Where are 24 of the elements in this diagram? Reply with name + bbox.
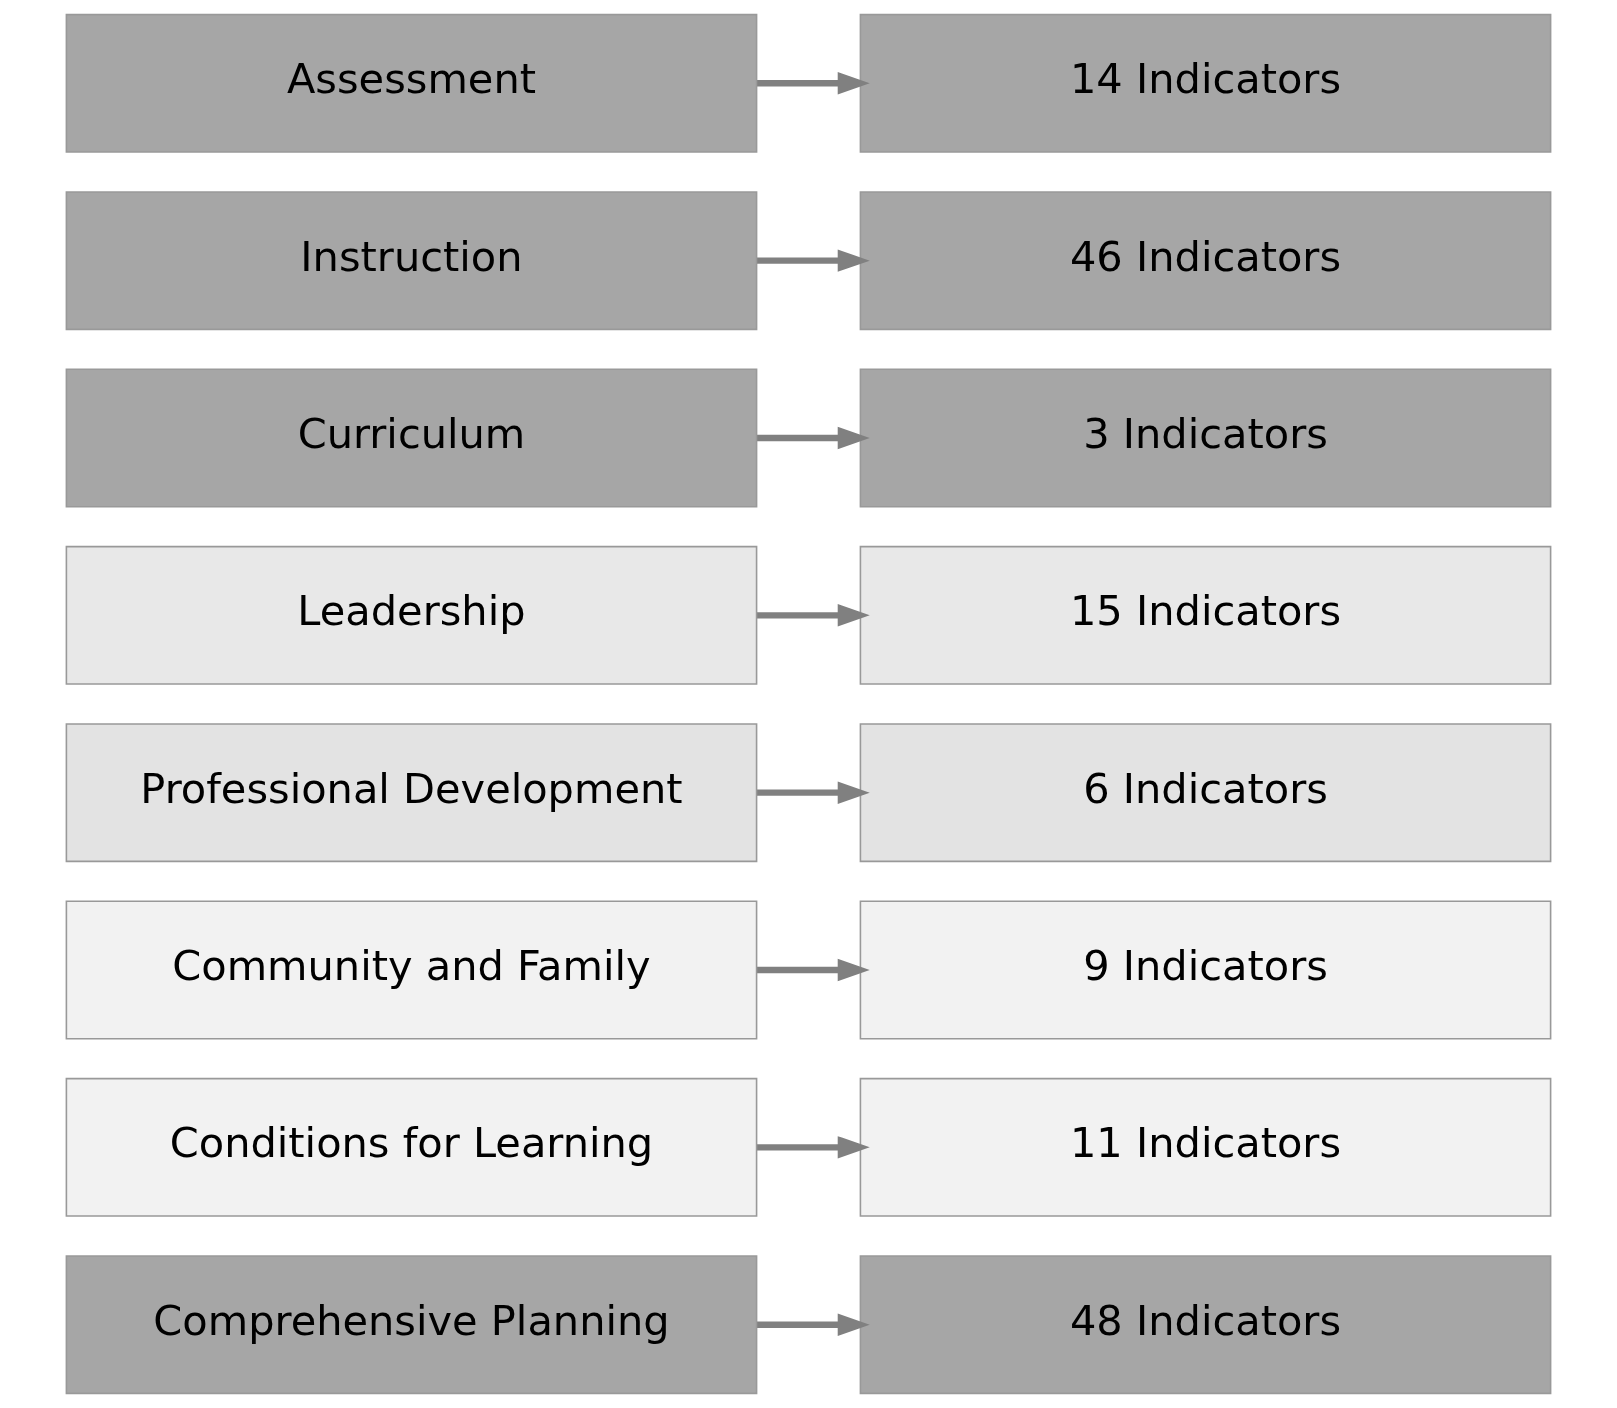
- node-box: Leadership: [65, 545, 758, 685]
- node-box: Professional Development: [65, 723, 758, 863]
- node-box: Conditions for Learning: [65, 1077, 758, 1217]
- arrow: [757, 958, 870, 982]
- node-box: Community and Family: [65, 900, 758, 1040]
- arrow: [757, 426, 870, 450]
- node-box: 3 Indicators: [859, 368, 1552, 508]
- node-box: 11 Indicators: [859, 1077, 1552, 1217]
- node-box: Comprehensive Planning: [65, 1255, 758, 1395]
- arrow: [757, 781, 870, 804]
- node-box: 14 Indicators: [859, 13, 1552, 153]
- arrow: [757, 1136, 870, 1159]
- node-box: 6 Indicators: [859, 723, 1552, 863]
- arrow: [757, 1313, 870, 1336]
- node-box: Curriculum: [65, 368, 758, 508]
- node-box: Instruction: [65, 191, 758, 331]
- node-box: 15 Indicators: [859, 545, 1552, 685]
- arrow: [757, 604, 870, 627]
- arrow: [757, 72, 870, 95]
- node-box: 48 Indicators: [859, 1255, 1552, 1395]
- node-box: Assessment: [65, 13, 758, 153]
- node-box: 9 Indicators: [859, 900, 1552, 1040]
- node-box: 46 Indicators: [859, 191, 1552, 331]
- arrow: [757, 249, 870, 272]
